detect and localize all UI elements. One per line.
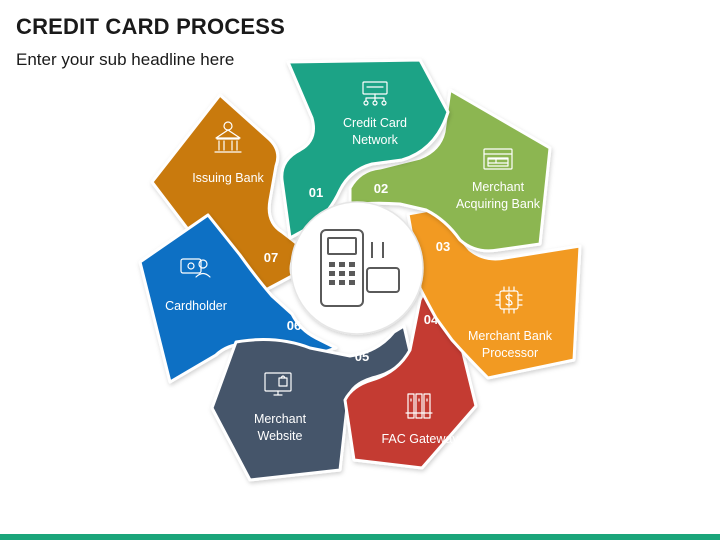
card-user-icon xyxy=(180,258,211,278)
step-02-number: 02 xyxy=(374,181,388,196)
step-02-label-line1: Merchant xyxy=(472,180,525,194)
step-merchant-bank-processor: Merchant Bank Processor 03 xyxy=(406,208,582,380)
step-05-number: 05 xyxy=(355,349,369,364)
step-05-label-line2: Website xyxy=(258,429,303,443)
step-07-label: Issuing Bank xyxy=(192,171,264,185)
card-terminal-icon xyxy=(320,229,400,307)
step-04-label: FAC Gateway xyxy=(381,432,459,446)
step-07-number: 07 xyxy=(264,250,278,265)
bank-icon xyxy=(214,121,242,153)
step-issuing-bank: Issuing Bank 07 xyxy=(150,93,302,294)
step-02-shape xyxy=(348,88,552,253)
page-subtitle: Enter your sub headline here xyxy=(16,50,235,69)
browser-window-icon xyxy=(483,148,513,170)
step-06-label: Cardholder xyxy=(165,299,227,313)
step-01-label-line1: Credit Card xyxy=(343,116,407,130)
server-rack-icon xyxy=(405,393,433,419)
dollar-chip-icon xyxy=(495,286,523,314)
step-01-number: 01 xyxy=(309,185,323,200)
step-03-number: 03 xyxy=(436,239,450,254)
step-credit-card-network: Credit Card Network 01 xyxy=(280,58,450,240)
step-02-label-line2: Acquiring Bank xyxy=(456,197,541,211)
step-03-label-line2: Processor xyxy=(482,346,538,360)
step-03-label-line1: Merchant Bank xyxy=(468,329,553,343)
shopping-monitor-icon xyxy=(264,372,292,396)
bottom-accent-bar xyxy=(0,534,720,540)
step-06-number: 06 xyxy=(287,318,301,333)
step-01-label-line2: Network xyxy=(352,133,399,147)
page-title: CREDIT CARD PROCESS xyxy=(16,14,286,39)
step-05-label-line1: Merchant xyxy=(254,412,307,426)
network-icon xyxy=(362,81,388,106)
center-hub xyxy=(290,201,424,335)
step-merchant-acquiring-bank: Merchant Acquiring Bank 02 xyxy=(348,88,552,253)
center-circle xyxy=(290,201,424,335)
